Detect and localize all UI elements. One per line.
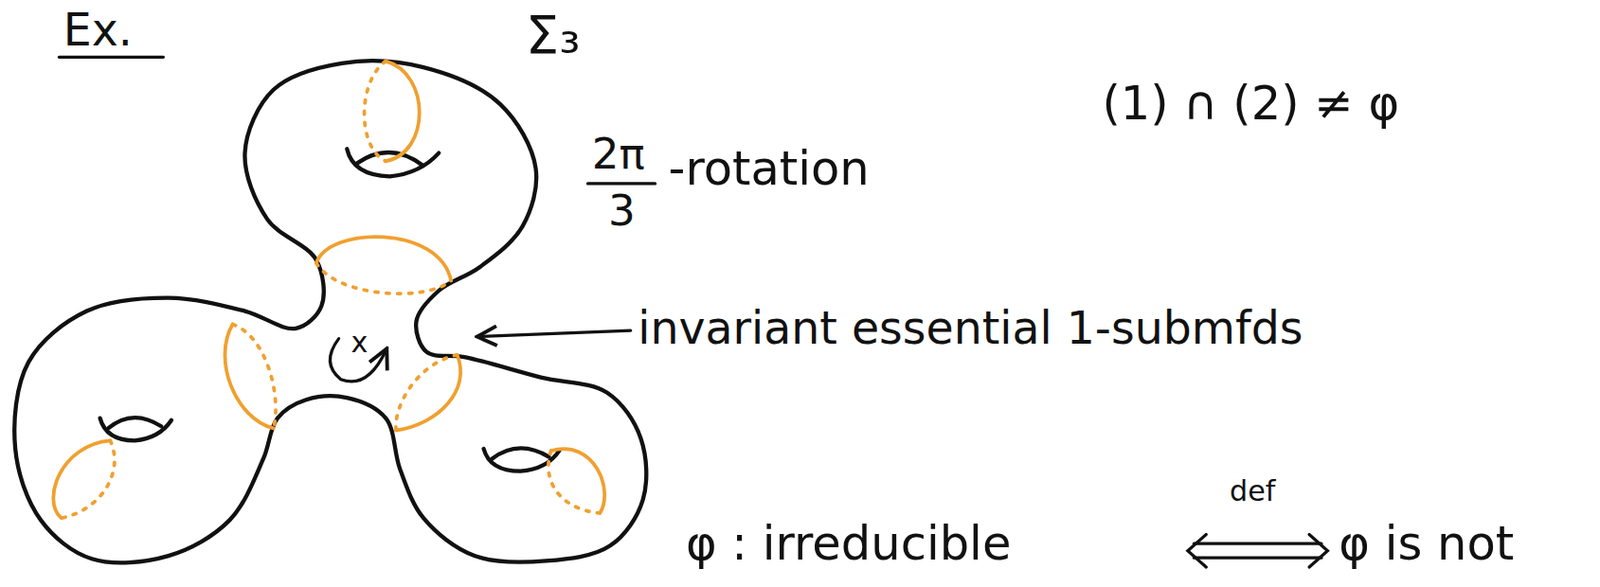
callout-label: invariant essential 1-submfds <box>637 305 1303 351</box>
definition-text: φ is not <box>1338 520 1514 568</box>
example-heading: Ex. <box>63 8 133 54</box>
intersection-note: (1) ∩ (2) ≠ φ <box>1101 79 1400 127</box>
annotation-strokes <box>58 56 1328 568</box>
def-mark: def <box>1229 477 1276 506</box>
orange-curves <box>53 61 605 520</box>
surface-outline <box>14 60 647 563</box>
handles <box>100 148 560 471</box>
fraction-numerator: 2π <box>592 132 646 176</box>
fraction-denominator: 3 <box>608 189 636 233</box>
definition-text: φ : irreducible <box>685 520 1012 568</box>
genus-3-surface <box>14 60 647 563</box>
fixed-point-label: x <box>351 328 369 358</box>
surface-name: Σ₃ <box>525 8 581 62</box>
rotation-label: -rotation <box>668 144 870 193</box>
